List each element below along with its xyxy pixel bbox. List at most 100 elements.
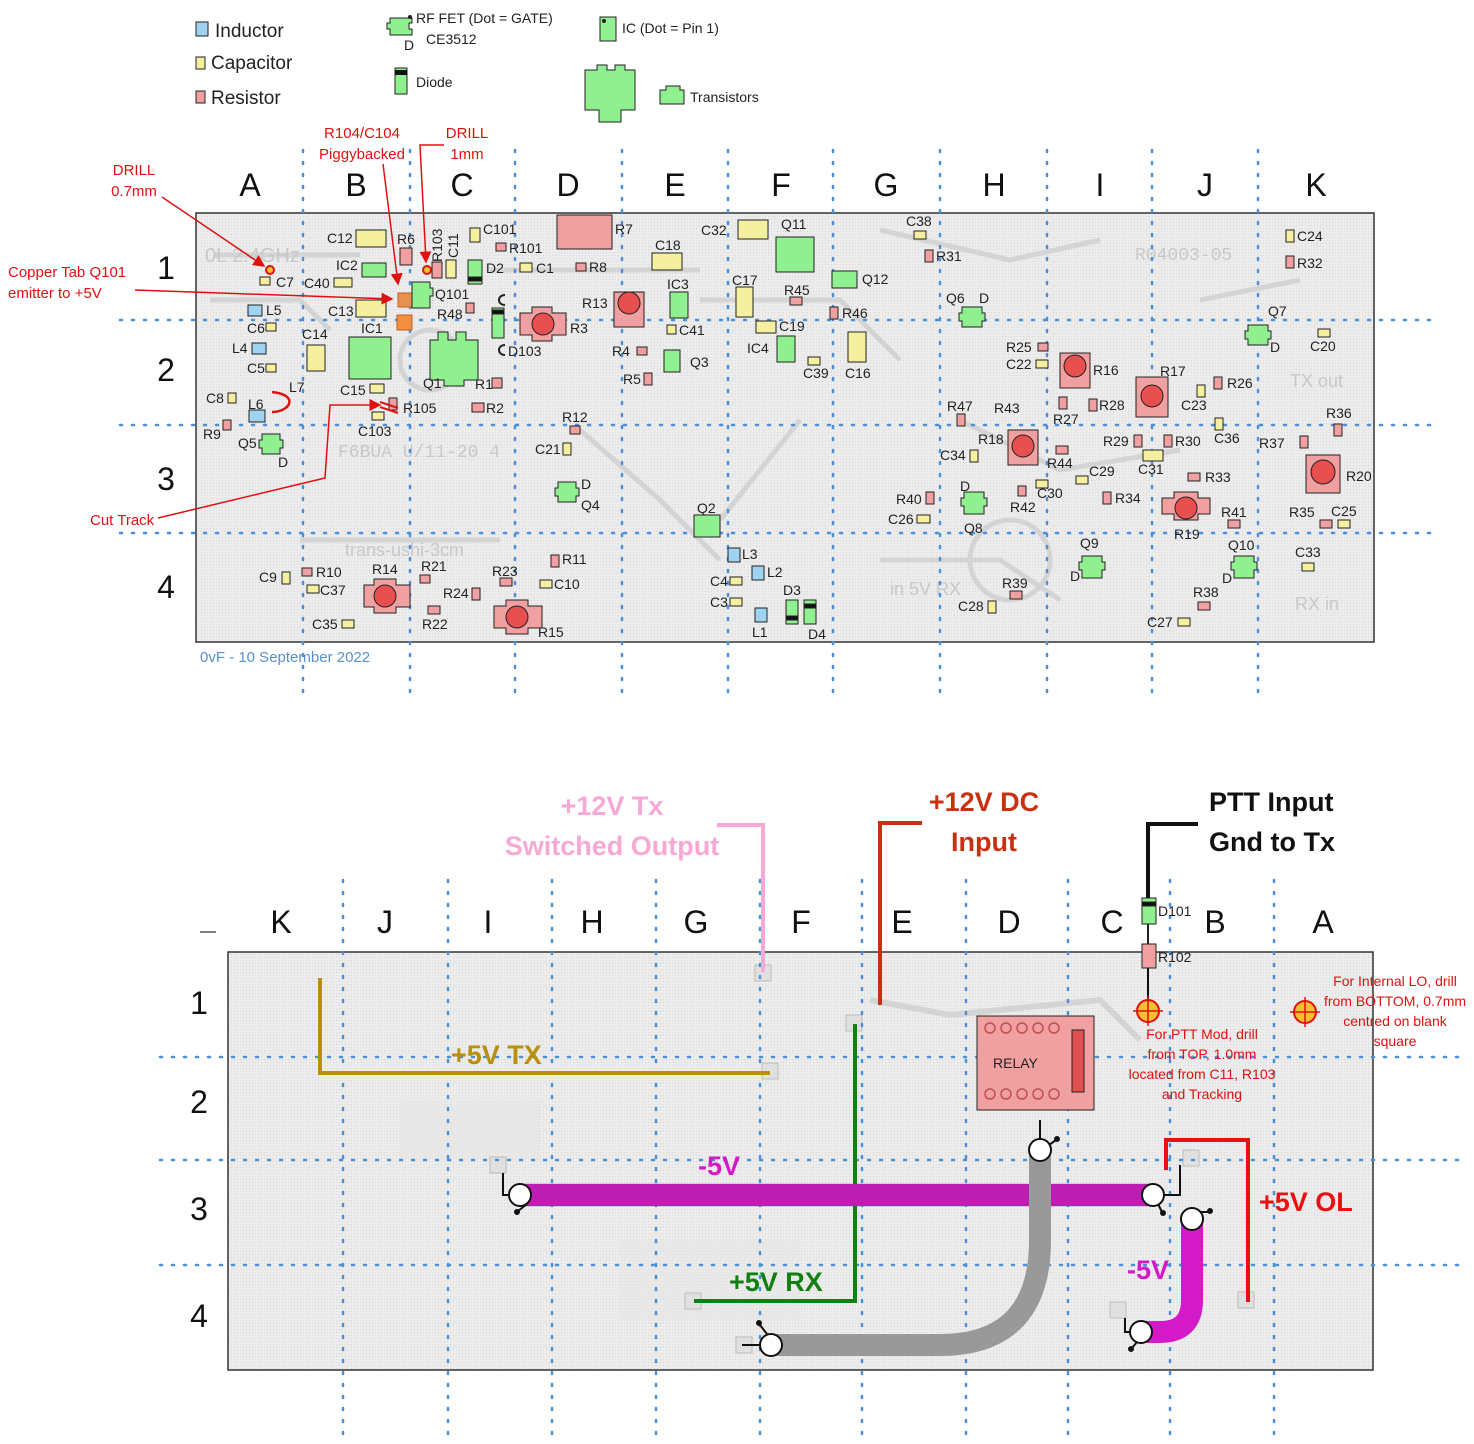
label-R16: R16 bbox=[1093, 362, 1119, 378]
ptt-mod-note-3: located from C11, R103 bbox=[1129, 1066, 1276, 1082]
row-4: 4 bbox=[157, 569, 175, 605]
bottom-grid bbox=[158, 878, 1462, 1442]
label-5v-ol: +5V OL bbox=[1259, 1187, 1353, 1217]
top-column-headers: A B C D E F G H I J K bbox=[239, 167, 1326, 203]
bottom-column-headers: K J I H G F E D C B A bbox=[270, 904, 1334, 940]
lo-note-3: centred on blank bbox=[1343, 1013, 1448, 1029]
label-D4: D4 bbox=[808, 626, 826, 642]
label-R42: R42 bbox=[1010, 499, 1036, 515]
label-C37: C37 bbox=[320, 582, 346, 598]
label-R24: R24 bbox=[443, 585, 469, 601]
label-L2: L2 bbox=[767, 564, 783, 580]
ptt-mod-note-4: and Tracking bbox=[1162, 1086, 1242, 1102]
label-IC4: IC4 bbox=[747, 340, 769, 356]
label-R48: R48 bbox=[437, 306, 463, 322]
label-L1: L1 bbox=[752, 624, 768, 640]
label-L6: L6 bbox=[248, 396, 264, 412]
label-r102: R102 bbox=[1158, 949, 1192, 965]
svg-text:in 5V RX: in 5V RX bbox=[890, 579, 961, 599]
label-IC2: IC2 bbox=[336, 257, 358, 273]
wire-12v-dc bbox=[878, 821, 922, 1005]
label-R7: R7 bbox=[615, 221, 633, 237]
note-cut-track: Cut Track bbox=[90, 512, 155, 529]
label-R28: R28 bbox=[1099, 397, 1125, 413]
label-C101: C101 bbox=[483, 221, 517, 237]
label-Q3: Q3 bbox=[690, 354, 709, 370]
relay: RELAY bbox=[976, 1015, 1095, 1111]
label-R13: R13 bbox=[582, 295, 608, 311]
label-R43: R43 bbox=[994, 400, 1020, 416]
legend-transistors: Transistors bbox=[690, 89, 759, 105]
svg-text:TX out: TX out bbox=[1290, 371, 1343, 391]
top-row-headers: 1 2 3 4 bbox=[157, 250, 175, 605]
ptt-mod-note-1: For PTT Mod, drill bbox=[1146, 1026, 1258, 1042]
rf-fet-symbol-icon bbox=[386, 17, 413, 36]
note-piggy-line1: R104/C104 bbox=[324, 125, 400, 142]
label-C18: C18 bbox=[655, 237, 681, 253]
wire-12v-tx bbox=[717, 823, 765, 972]
label-Q5-D: D bbox=[278, 454, 288, 470]
note-drill-07-line1: DRILL bbox=[113, 162, 156, 179]
label-R21: R21 bbox=[421, 558, 447, 574]
svg-text:RX in: RX in bbox=[1295, 594, 1339, 614]
note-drill-1mm-line2: 1mm bbox=[450, 146, 483, 163]
brow-1: 1 bbox=[190, 985, 208, 1021]
power-transistor-icon bbox=[584, 64, 636, 123]
label-R10: R10 bbox=[316, 564, 342, 580]
label-R15: R15 bbox=[538, 624, 564, 640]
bcol-F: F bbox=[791, 904, 811, 940]
col-C: C bbox=[450, 167, 473, 203]
lo-note-4: square bbox=[1374, 1033, 1417, 1049]
label-d101: D101 bbox=[1158, 903, 1192, 919]
bcol-B: B bbox=[1204, 904, 1225, 940]
bcol-G: G bbox=[684, 904, 709, 940]
col-A: A bbox=[239, 167, 261, 203]
label-C20: C20 bbox=[1310, 338, 1336, 354]
label-C6: C6 bbox=[247, 320, 265, 336]
note-copper-line2: emitter to +5V bbox=[8, 285, 102, 302]
label-12v-tx-2: Switched Output bbox=[505, 831, 719, 861]
bottom-labels: +12V Tx Switched Output +12V DC Input PT… bbox=[451, 787, 1353, 1297]
wire-5v-rx bbox=[694, 1024, 857, 1303]
lo-note-2: from BOTTOM, 0.7mm bbox=[1324, 993, 1466, 1009]
ptt-mod-note-2: from TOP, 1.0mm bbox=[1148, 1046, 1257, 1062]
note-drill-07-line2: 0.7mm bbox=[111, 183, 157, 200]
label-L4: L4 bbox=[232, 340, 248, 356]
label-R26: R26 bbox=[1227, 375, 1253, 391]
label-R40: R40 bbox=[896, 491, 922, 507]
label-5v-rx: +5V RX bbox=[729, 1267, 823, 1297]
label-Q6: Q6 bbox=[946, 290, 965, 306]
label-R22: R22 bbox=[422, 616, 448, 632]
label-L3: L3 bbox=[742, 546, 758, 562]
signature: 0vF - 10 September 2022 bbox=[200, 649, 370, 666]
col-K: K bbox=[1305, 167, 1326, 203]
pin1-dot-icon bbox=[602, 19, 606, 23]
bottom-wires bbox=[318, 821, 1250, 1356]
label-minus5v-ol: -5V bbox=[1127, 1255, 1169, 1285]
label-C23: C23 bbox=[1181, 397, 1207, 413]
label-C12: C12 bbox=[327, 230, 353, 246]
label-R27: R27 bbox=[1053, 411, 1079, 427]
legend-ic: IC (Dot = Pin 1) bbox=[622, 20, 719, 36]
label-R19: R19 bbox=[1174, 526, 1200, 542]
label-D103: D103 bbox=[508, 343, 542, 359]
note-copper-line1: Copper Tab Q101 bbox=[8, 264, 126, 281]
bottom-drill-notes: For Internal LO, drill from BOTTOM, 0.7m… bbox=[1129, 973, 1466, 1102]
label-D3: D3 bbox=[783, 582, 801, 598]
label-R8: R8 bbox=[589, 259, 607, 275]
label-Q7-D: D bbox=[1270, 339, 1280, 355]
label-R44: R44 bbox=[1047, 455, 1073, 471]
note-piggy-line2: Piggybacked bbox=[319, 146, 405, 163]
label-12v-dc-1: +12V DC bbox=[929, 787, 1039, 817]
brow-2: 2 bbox=[190, 1084, 208, 1120]
label-C29: C29 bbox=[1089, 463, 1115, 479]
diode-band-icon bbox=[395, 70, 407, 75]
bcol-C: C bbox=[1100, 904, 1123, 940]
label-C1: C1 bbox=[536, 260, 554, 276]
legend-rffet: RF FET (Dot = GATE) bbox=[416, 10, 553, 26]
label-C8: C8 bbox=[206, 390, 224, 406]
ptt-parts: D101 R102 bbox=[1141, 897, 1192, 969]
label-Q7: Q7 bbox=[1268, 303, 1287, 319]
row-1: 1 bbox=[157, 250, 175, 286]
